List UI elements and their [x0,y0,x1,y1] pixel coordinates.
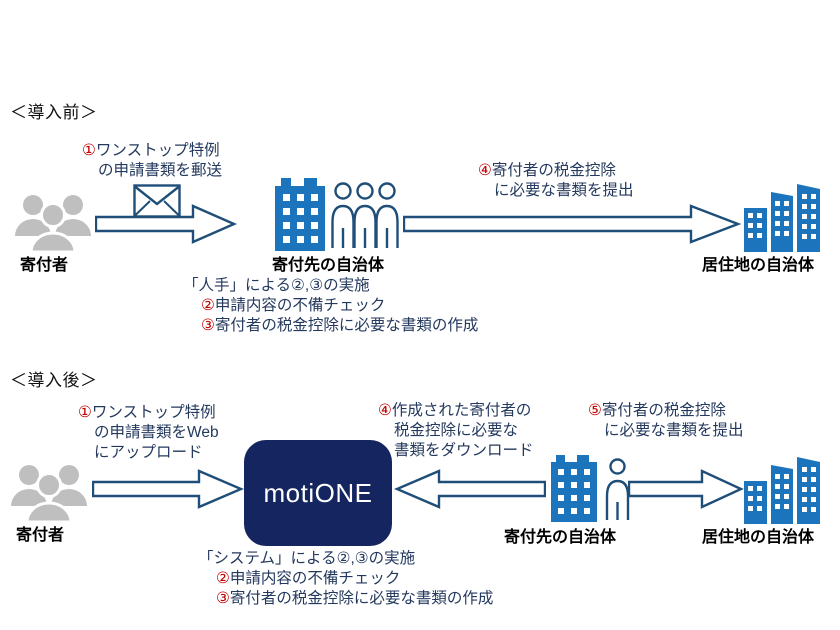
after-notes: 「システム」による②,③の実施 ②申請内容の不備チェック ③寄付者の税金控除に必… [198,549,493,609]
before-section-title: ＜導入前＞ [10,103,98,122]
after-arrow-municipality-to-residence [628,468,744,510]
envelope-icon [133,184,181,218]
after-arrow-municipality-to-system [394,468,546,510]
before-note-3: ③寄付者の税金控除に必要な書類の作成 [201,317,479,334]
after-step1-text: ①ワンストップ特例 の申請書類をWeb にアップロード [78,404,219,461]
after-step5-number: ⑤ [588,402,602,419]
after-note-3: ③寄付者の税金控除に必要な書類の作成 [216,590,494,607]
staff-group-icon [330,182,400,250]
after-municipality-building-icon [548,455,601,522]
after-arrow-donor-to-system [92,468,244,510]
after-municipality-label: 寄付先の自治体 [504,529,617,546]
donor-group-icon-after [8,462,90,522]
before-step1-number: ① [82,142,96,159]
after-note-2: ②申請内容の不備チェック [216,570,401,587]
donor-group-icon [12,192,94,252]
before-donor-label: 寄付者 [20,257,69,274]
after-staff-icon [604,458,631,522]
before-residence-label: 居住地の自治体 [702,257,815,274]
after-section-title: ＜導入後＞ [10,371,98,390]
before-step4-text: ④寄付者の税金控除 に必要な書類を提出 [478,162,634,199]
before-step1-text: ①ワンストップ特例 の申請書類を郵送 [82,142,223,179]
residence-city-icon [744,182,824,252]
after-residence-city-icon [744,456,824,524]
motione-label: motiONE [263,477,373,508]
after-residence-label: 居住地の自治体 [702,529,815,546]
before-notes-title: 「人手」による②,③の実施 [183,277,370,294]
motione-system-box: motiONE [244,440,392,546]
municipality-building-icon [272,178,328,251]
after-donor-label: 寄付者 [16,527,65,544]
before-municipality-label: 寄付先の自治体 [272,257,385,274]
before-arrow-donor-to-municipality [95,203,237,245]
after-step5-text: ⑤寄付者の税金控除 に必要な書類を提出 [588,402,744,439]
after-step4-text: ④作成された寄付者の 税金控除に必要な 書類をダウンロード [378,402,534,459]
before-arrow-municipality-to-residence [403,203,741,245]
after-notes-title: 「システム」による②,③の実施 [198,550,416,567]
before-note-2: ②申請内容の不備チェック [201,297,386,314]
before-step4-number: ④ [478,162,492,179]
after-step1-number: ① [78,404,92,421]
after-step4-number: ④ [378,402,392,419]
before-notes: 「人手」による②,③の実施 ②申請内容の不備チェック ③寄付者の税金控除に必要な… [183,276,478,336]
